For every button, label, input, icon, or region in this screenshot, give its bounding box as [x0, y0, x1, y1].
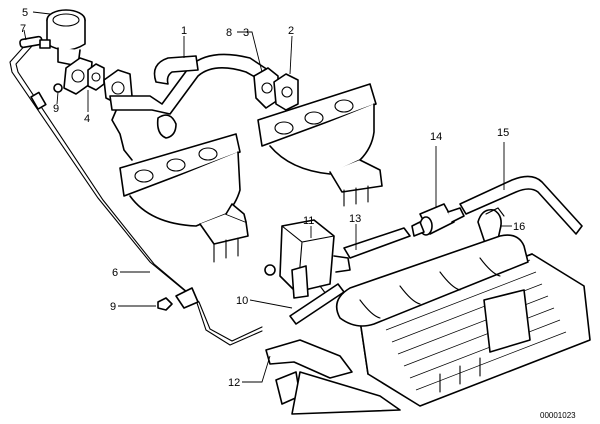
callout-14: 14	[430, 131, 442, 143]
leader-lines	[23, 11, 512, 383]
callout-13: 13	[349, 213, 361, 225]
callout-8: 8	[226, 27, 232, 39]
pipe-assembly	[9, 41, 263, 346]
exhaust-manifold-front	[103, 69, 249, 263]
callout-16: 16	[513, 221, 525, 233]
hose-13	[343, 227, 411, 259]
callout-10: 10	[236, 295, 248, 307]
nut-9	[157, 287, 199, 311]
callout-4: 4	[84, 113, 90, 125]
callouts: 5 7 1 8 3 2 9 4 11 13 14 15 16 6 10 9 12	[20, 7, 525, 389]
exhaust-manifold-rear	[257, 83, 383, 207]
small-hose	[19, 35, 43, 49]
callout-5: 5	[22, 7, 28, 19]
control-valve-module	[264, 219, 351, 299]
callout-11: 11	[303, 215, 314, 227]
callout-6: 6	[112, 267, 118, 279]
callout-7: 7	[20, 23, 26, 35]
reference-number: 00001023	[540, 411, 576, 420]
callout-15: 15	[497, 127, 509, 139]
gasket-3	[253, 67, 299, 111]
gasket-flange	[53, 57, 105, 95]
callout-9: 9	[53, 103, 59, 115]
check-valve	[411, 203, 465, 237]
callout-2: 2	[288, 25, 294, 37]
intake-manifold	[265, 234, 591, 415]
callout-12: 12	[228, 377, 240, 389]
air-valve	[39, 9, 86, 67]
callout-1: 1	[181, 25, 187, 37]
callout-3: 3	[243, 27, 249, 39]
callout-9b: 9	[110, 301, 116, 313]
pipe-1	[109, 53, 269, 139]
hose-15	[459, 175, 583, 235]
